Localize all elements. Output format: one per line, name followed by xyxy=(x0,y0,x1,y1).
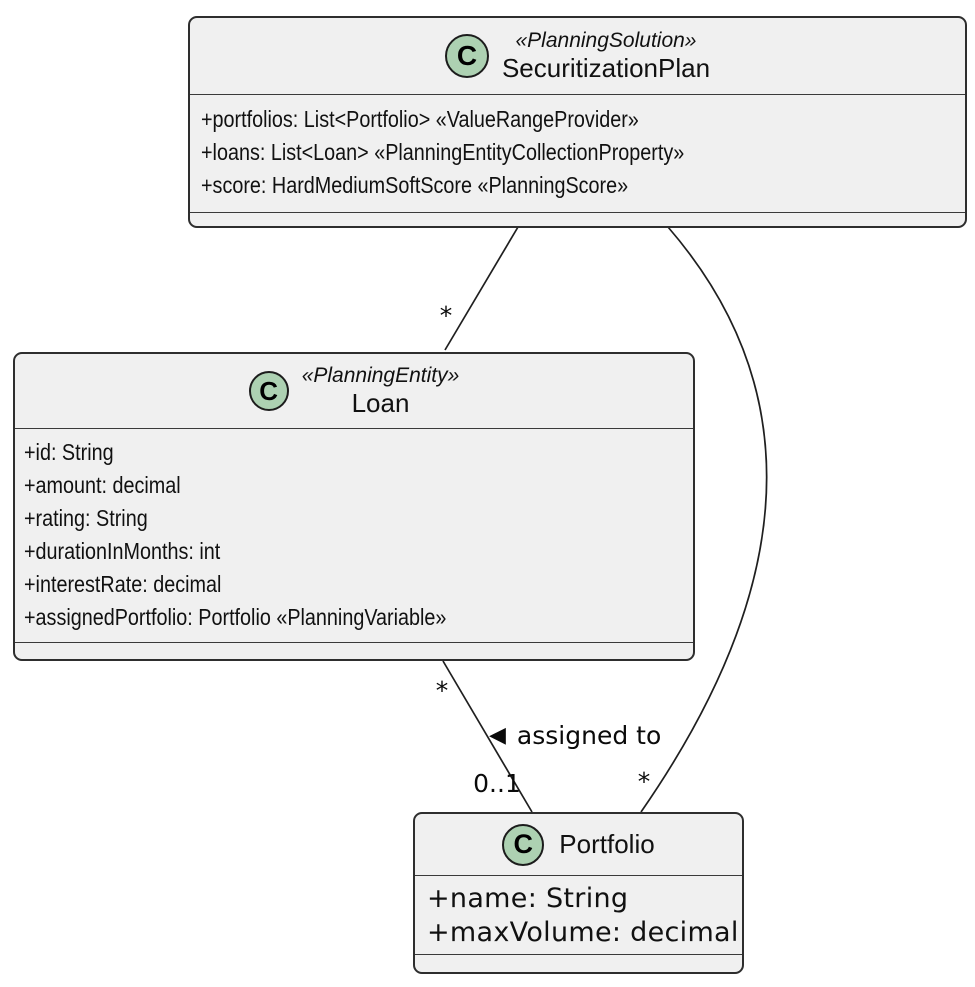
class-box-securitization-plan: C «PlanningSolution» SecuritizationPlan … xyxy=(188,16,967,228)
association-label-assigned-to: ◀ assigned to xyxy=(489,723,661,749)
class-name: Portfolio xyxy=(559,829,655,859)
class-title-block: «PlanningSolution» SecuritizationPlan xyxy=(502,28,710,84)
edge-plan-portfolio-line xyxy=(640,226,768,813)
class-header: C «PlanningEntity» Loan xyxy=(15,354,693,429)
multiplicity-label-plan-portfolio: * xyxy=(637,767,651,796)
attributes-compartment: +portfolios: List<Portfolio> «ValueRange… xyxy=(190,95,965,213)
association-label-text: assigned to xyxy=(516,721,662,750)
attribute-line: +loans: List<Loan> «PlanningEntityCollec… xyxy=(201,139,685,165)
attribute-line: +assignedPortfolio: Portfolio «PlanningV… xyxy=(24,604,447,630)
attribute-line: +score: HardMediumSoftScore «PlanningSco… xyxy=(201,172,629,198)
attribute-line: +rating: String xyxy=(24,505,148,531)
attributes-compartment: +id: String +amount: decimal +rating: St… xyxy=(15,429,693,643)
class-title-block: «PlanningEntity» Loan xyxy=(302,363,460,419)
class-circle-icon: C xyxy=(248,371,289,411)
edge-loan-portfolio-line xyxy=(442,660,533,813)
class-circle-icon: C xyxy=(444,34,489,78)
multiplicity-label-plan-loan: * xyxy=(439,301,453,330)
class-circle-icon: C xyxy=(502,823,545,866)
attribute-line: +id: String xyxy=(24,439,114,465)
class-box-loan: C «PlanningEntity» Loan +id: String +amo… xyxy=(13,352,695,661)
methods-compartment xyxy=(190,213,965,226)
class-name: Loan xyxy=(351,388,410,418)
class-title-block: Portfolio xyxy=(559,829,654,860)
attributes-compartment: +name: String +maxVolume: decimal xyxy=(415,876,742,955)
methods-compartment xyxy=(415,955,742,970)
attribute-line: +portfolios: List<Portfolio> «ValueRange… xyxy=(201,106,639,132)
multiplicity-label-loan-source: * xyxy=(435,676,449,705)
attribute-line: +amount: decimal xyxy=(24,472,181,498)
class-box-portfolio: C Portfolio +name: String +maxVolume: de… xyxy=(413,812,744,974)
class-name: SecuritizationPlan xyxy=(501,53,711,83)
class-header: C «PlanningSolution» SecuritizationPlan xyxy=(190,18,965,95)
attribute-line: +name: String xyxy=(427,883,629,914)
assigned-to-direction-icon: ◀ xyxy=(489,723,506,748)
class-stereotype: «PlanningSolution» xyxy=(515,29,697,52)
class-stereotype: «PlanningEntity» xyxy=(301,364,460,387)
edge-plan-loan-line xyxy=(444,226,519,351)
class-header: C Portfolio xyxy=(415,814,742,876)
attribute-line: +durationInMonths: int xyxy=(24,538,221,564)
methods-compartment xyxy=(15,643,693,659)
attribute-line: +maxVolume: decimal xyxy=(427,917,739,948)
attribute-line: +interestRate: decimal xyxy=(24,571,222,597)
multiplicity-label-loan-target: 0..1 xyxy=(473,769,521,798)
